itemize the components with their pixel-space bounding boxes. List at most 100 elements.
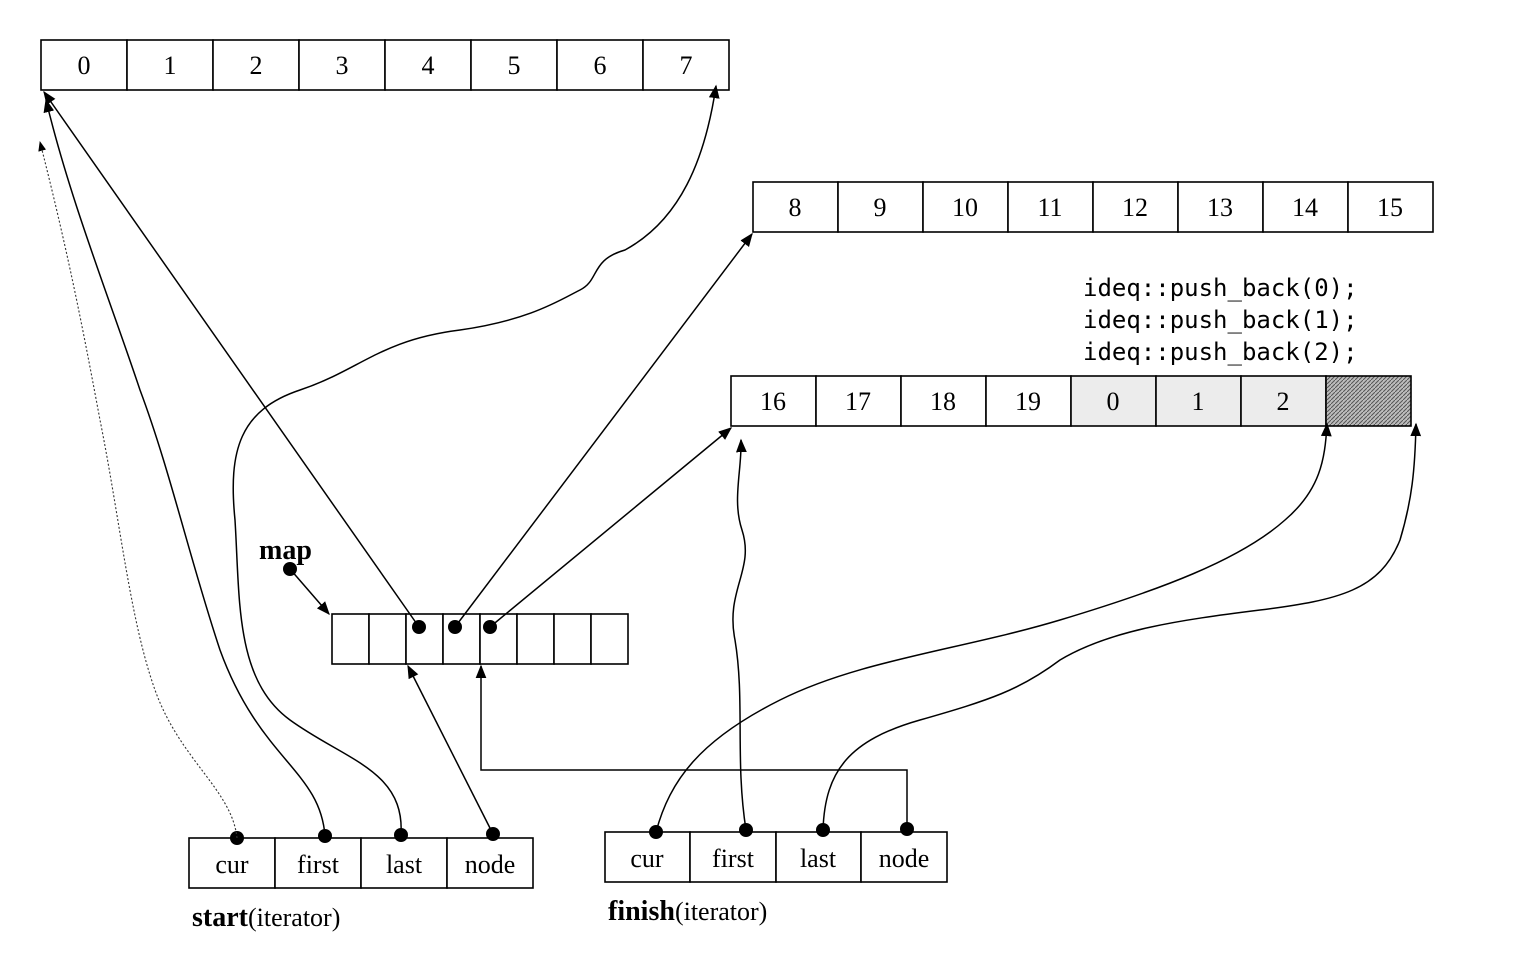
map-node-to-buffer-2 xyxy=(489,427,733,628)
start-iterator-suffix: (iterator) xyxy=(248,903,340,932)
map-node-to-buffer-1 xyxy=(454,232,753,628)
buffer-cell-value: 1 xyxy=(1192,387,1205,416)
iterator-field-label: last xyxy=(800,844,837,873)
iterator-field-label: node xyxy=(465,850,516,879)
code-snippet: ideq::push_back(0); ideq::push_back(1); … xyxy=(1083,274,1358,366)
iterator-field: cur xyxy=(188,837,276,889)
buffer-cell-pushed: 0 xyxy=(1070,375,1157,427)
map-node xyxy=(331,613,370,665)
code-line: ideq::push_back(0); xyxy=(1083,274,1358,302)
buffer-cell: 18 xyxy=(900,375,987,427)
map-pointer-arrow xyxy=(289,568,330,616)
buffer-cell-value: 10 xyxy=(952,193,978,222)
buffer-cell: 14 xyxy=(1262,181,1349,233)
buffer-cell: 19 xyxy=(985,375,1072,427)
map-node xyxy=(553,613,592,665)
buffer-cell: 9 xyxy=(837,181,924,233)
map-array xyxy=(331,613,629,665)
buffer-cell: 1 xyxy=(126,39,214,91)
buffer-cell-value: 2 xyxy=(1277,387,1290,416)
buffer-cell-value: 12 xyxy=(1122,193,1148,222)
buffer-cell-next-free xyxy=(1325,375,1412,427)
iterator-field-label: node xyxy=(879,844,930,873)
buffer-cell-value: 14 xyxy=(1292,193,1318,222)
code-line: ideq::push_back(1); xyxy=(1083,306,1358,334)
start-iterator-box: cur first last node xyxy=(188,837,534,889)
start-last-pointer xyxy=(232,84,720,836)
iterator-field-label: cur xyxy=(630,844,664,873)
buffer-cell-value: 7 xyxy=(680,51,693,80)
finish-last-pointer xyxy=(822,422,1422,831)
buffer-1: 8 9 10 11 12 13 14 15 xyxy=(752,181,1434,233)
buffer-cell: 12 xyxy=(1092,181,1179,233)
buffer-cell: 6 xyxy=(556,39,644,91)
finish-iterator-name: finish xyxy=(608,896,675,927)
start-cur-pointer xyxy=(38,141,238,839)
buffer-cell: 13 xyxy=(1177,181,1264,233)
buffer-cell: 5 xyxy=(470,39,558,91)
map-node xyxy=(368,613,407,665)
buffer-cell: 2 xyxy=(212,39,300,91)
finish-iterator-caption: finish(iterator) xyxy=(608,896,767,927)
iterator-field: first xyxy=(689,831,777,883)
buffer-cell-value: 18 xyxy=(930,387,956,416)
finish-iterator-suffix: (iterator) xyxy=(675,897,767,926)
iterator-field-label: first xyxy=(297,850,340,879)
buffer-cell: 10 xyxy=(922,181,1009,233)
buffer-cell-value: 0 xyxy=(1107,387,1120,416)
iterator-field-label: cur xyxy=(215,850,249,879)
buffer-cell-value: 6 xyxy=(594,51,607,80)
start-node-pointer xyxy=(407,664,494,835)
buffer-cell-value: 13 xyxy=(1207,193,1233,222)
buffer-cell-value: 5 xyxy=(508,51,521,80)
buffer-cell-value: 4 xyxy=(422,51,435,80)
iterator-field: first xyxy=(274,837,362,889)
iterator-field: last xyxy=(775,831,862,883)
buffer-0: 0 1 2 3 4 5 6 7 xyxy=(40,39,730,91)
map-node xyxy=(479,613,518,665)
iterator-field: node xyxy=(860,831,948,883)
iterator-field: node xyxy=(446,837,534,889)
buffer-cell-value: 9 xyxy=(874,193,887,222)
map-node xyxy=(516,613,555,665)
buffer-cell-value: 3 xyxy=(336,51,349,80)
map-node-to-buffer-0 xyxy=(43,90,420,628)
buffer-cell-value: 1 xyxy=(164,51,177,80)
iterator-field: cur xyxy=(604,831,691,883)
buffer-cell-value: 15 xyxy=(1377,193,1403,222)
buffer-2: 16 17 18 19 0 1 2 xyxy=(730,375,1412,427)
buffer-cell: 8 xyxy=(752,181,839,233)
iterator-field-label: last xyxy=(386,850,423,879)
finish-iterator-box: cur first last node xyxy=(604,831,948,883)
buffer-cell: 17 xyxy=(815,375,902,427)
buffer-cell: 7 xyxy=(642,39,730,91)
map-node xyxy=(590,613,629,665)
buffer-cell-value: 11 xyxy=(1037,193,1062,222)
start-iterator-caption: start(iterator) xyxy=(192,902,340,933)
iterator-field-label: first xyxy=(712,844,755,873)
buffer-cell-value: 19 xyxy=(1015,387,1041,416)
buffer-cell-value: 0 xyxy=(78,51,91,80)
finish-first-pointer xyxy=(732,438,747,831)
buffer-cell-value: 2 xyxy=(250,51,263,80)
start-first-pointer xyxy=(43,98,326,837)
buffer-cell-value: 8 xyxy=(789,193,802,222)
iterator-field: last xyxy=(360,837,448,889)
finish-cur-pointer xyxy=(655,422,1332,833)
buffer-cell: 3 xyxy=(298,39,386,91)
buffer-cell: 11 xyxy=(1007,181,1094,233)
map-node xyxy=(442,613,481,665)
buffer-cell-pushed: 2 xyxy=(1240,375,1327,427)
finish-node-pointer xyxy=(475,664,908,829)
buffer-cell: 4 xyxy=(384,39,472,91)
buffer-cell: 0 xyxy=(40,39,128,91)
code-line: ideq::push_back(2); xyxy=(1083,338,1358,366)
map-node xyxy=(405,613,444,665)
start-iterator-name: start xyxy=(192,902,249,933)
buffer-cell-value: 16 xyxy=(760,387,786,416)
buffer-cell: 16 xyxy=(730,375,817,427)
buffer-cell-pushed: 1 xyxy=(1155,375,1242,427)
buffer-cell-value: 17 xyxy=(845,387,871,416)
buffer-cell: 15 xyxy=(1347,181,1434,233)
